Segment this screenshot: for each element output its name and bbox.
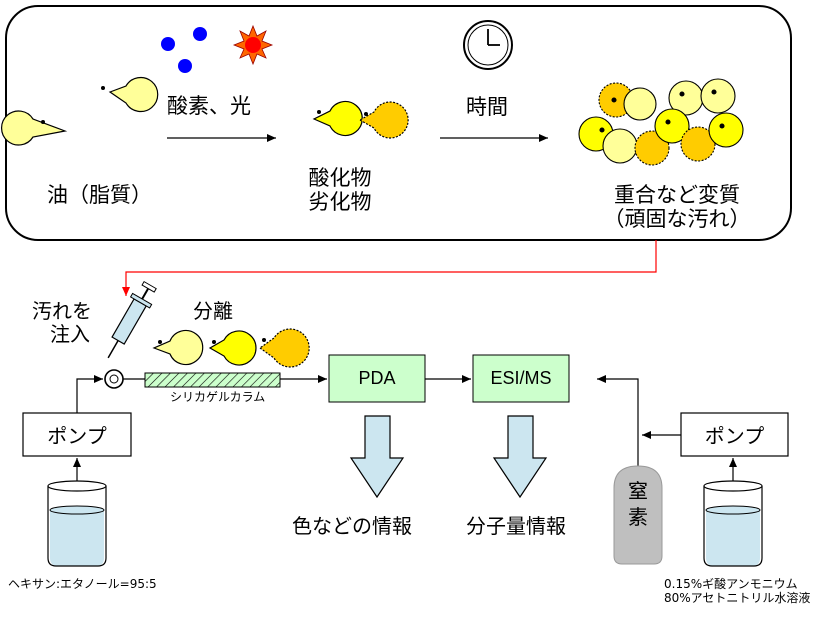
degraded-molecule bbox=[358, 101, 409, 139]
nitrogen-to-ms-line bbox=[597, 375, 639, 468]
clock-icon bbox=[463, 20, 513, 70]
oxygen-light-label: 酸素、光 bbox=[167, 94, 251, 118]
left-solvent-label: ヘキサン:エタノール=95:5 bbox=[8, 577, 157, 591]
left-pump-box bbox=[22, 412, 132, 457]
fresh-oil-molecule-1 bbox=[0, 110, 68, 146]
separated-molecule-1 bbox=[152, 329, 204, 366]
degraded-label: 劣化物 bbox=[308, 190, 372, 215]
right-solvent-label: 0.15%ギ酸アンモニウム 80%アセトニトリル水溶液 bbox=[664, 577, 811, 606]
ms-output-label: 分子量情報 bbox=[466, 514, 566, 538]
pda-box bbox=[328, 354, 426, 403]
injection-label-line2: 注入 bbox=[50, 322, 90, 346]
right-pump-label: ポンプ bbox=[704, 424, 765, 448]
syringe-icon bbox=[107, 280, 157, 359]
oil-label: 油（脂質） bbox=[47, 183, 152, 207]
connector-line bbox=[122, 240, 657, 296]
pump-to-valve-line bbox=[76, 375, 103, 413]
oxidized-molecule bbox=[312, 100, 363, 137]
oxidized-label: 酸化物 bbox=[308, 166, 372, 190]
ms-output-arrow bbox=[492, 415, 548, 499]
right-solvent-bottle bbox=[703, 480, 763, 567]
injection-label: 汚れを 注入 bbox=[32, 300, 92, 346]
time-label: 時間 bbox=[466, 95, 508, 119]
injection-label-line1: 汚れを bbox=[32, 299, 92, 323]
fresh-oil-molecule-2 bbox=[101, 76, 159, 113]
nitrogen-cylinder bbox=[613, 465, 663, 565]
right-solvent-line2: 80%アセトニトリル水溶液 bbox=[664, 590, 811, 605]
stubborn-stain-label: （頑固な汚れ） bbox=[603, 207, 751, 232]
oxygen-dot-2 bbox=[193, 27, 207, 41]
oxygen-dot-1 bbox=[161, 37, 175, 51]
column-label: シリカゲルカラム bbox=[170, 390, 266, 404]
pda-output-arrow bbox=[349, 415, 405, 499]
right-solvent-line1: 0.15%ギ酸アンモニウム bbox=[664, 577, 798, 591]
separated-molecule-2 bbox=[208, 330, 257, 366]
ms-box bbox=[472, 354, 570, 403]
left-pump-label: ポンプ bbox=[47, 424, 107, 448]
light-icon bbox=[232, 24, 274, 66]
nitrogen-label: 窒素 bbox=[628, 479, 648, 529]
final-state-label: 重合など変質 （頑固な汚れ） bbox=[592, 183, 762, 231]
silica-column bbox=[144, 372, 281, 388]
polymerized-cluster bbox=[578, 78, 744, 166]
separation-label: 分離 bbox=[193, 299, 233, 323]
oxygen-dot-3 bbox=[178, 59, 192, 73]
ms-box-label: ESI/MS bbox=[490, 368, 552, 388]
intermediate-label: 酸化物 劣化物 bbox=[300, 166, 380, 214]
polymerized-label: 重合など変質 bbox=[614, 183, 740, 207]
separated-molecule-3 bbox=[258, 328, 310, 368]
left-solvent-bottle bbox=[47, 480, 107, 567]
pda-box-label: PDA bbox=[358, 368, 396, 388]
pda-output-label: 色などの情報 bbox=[292, 514, 412, 538]
right-pump-box bbox=[680, 412, 789, 457]
